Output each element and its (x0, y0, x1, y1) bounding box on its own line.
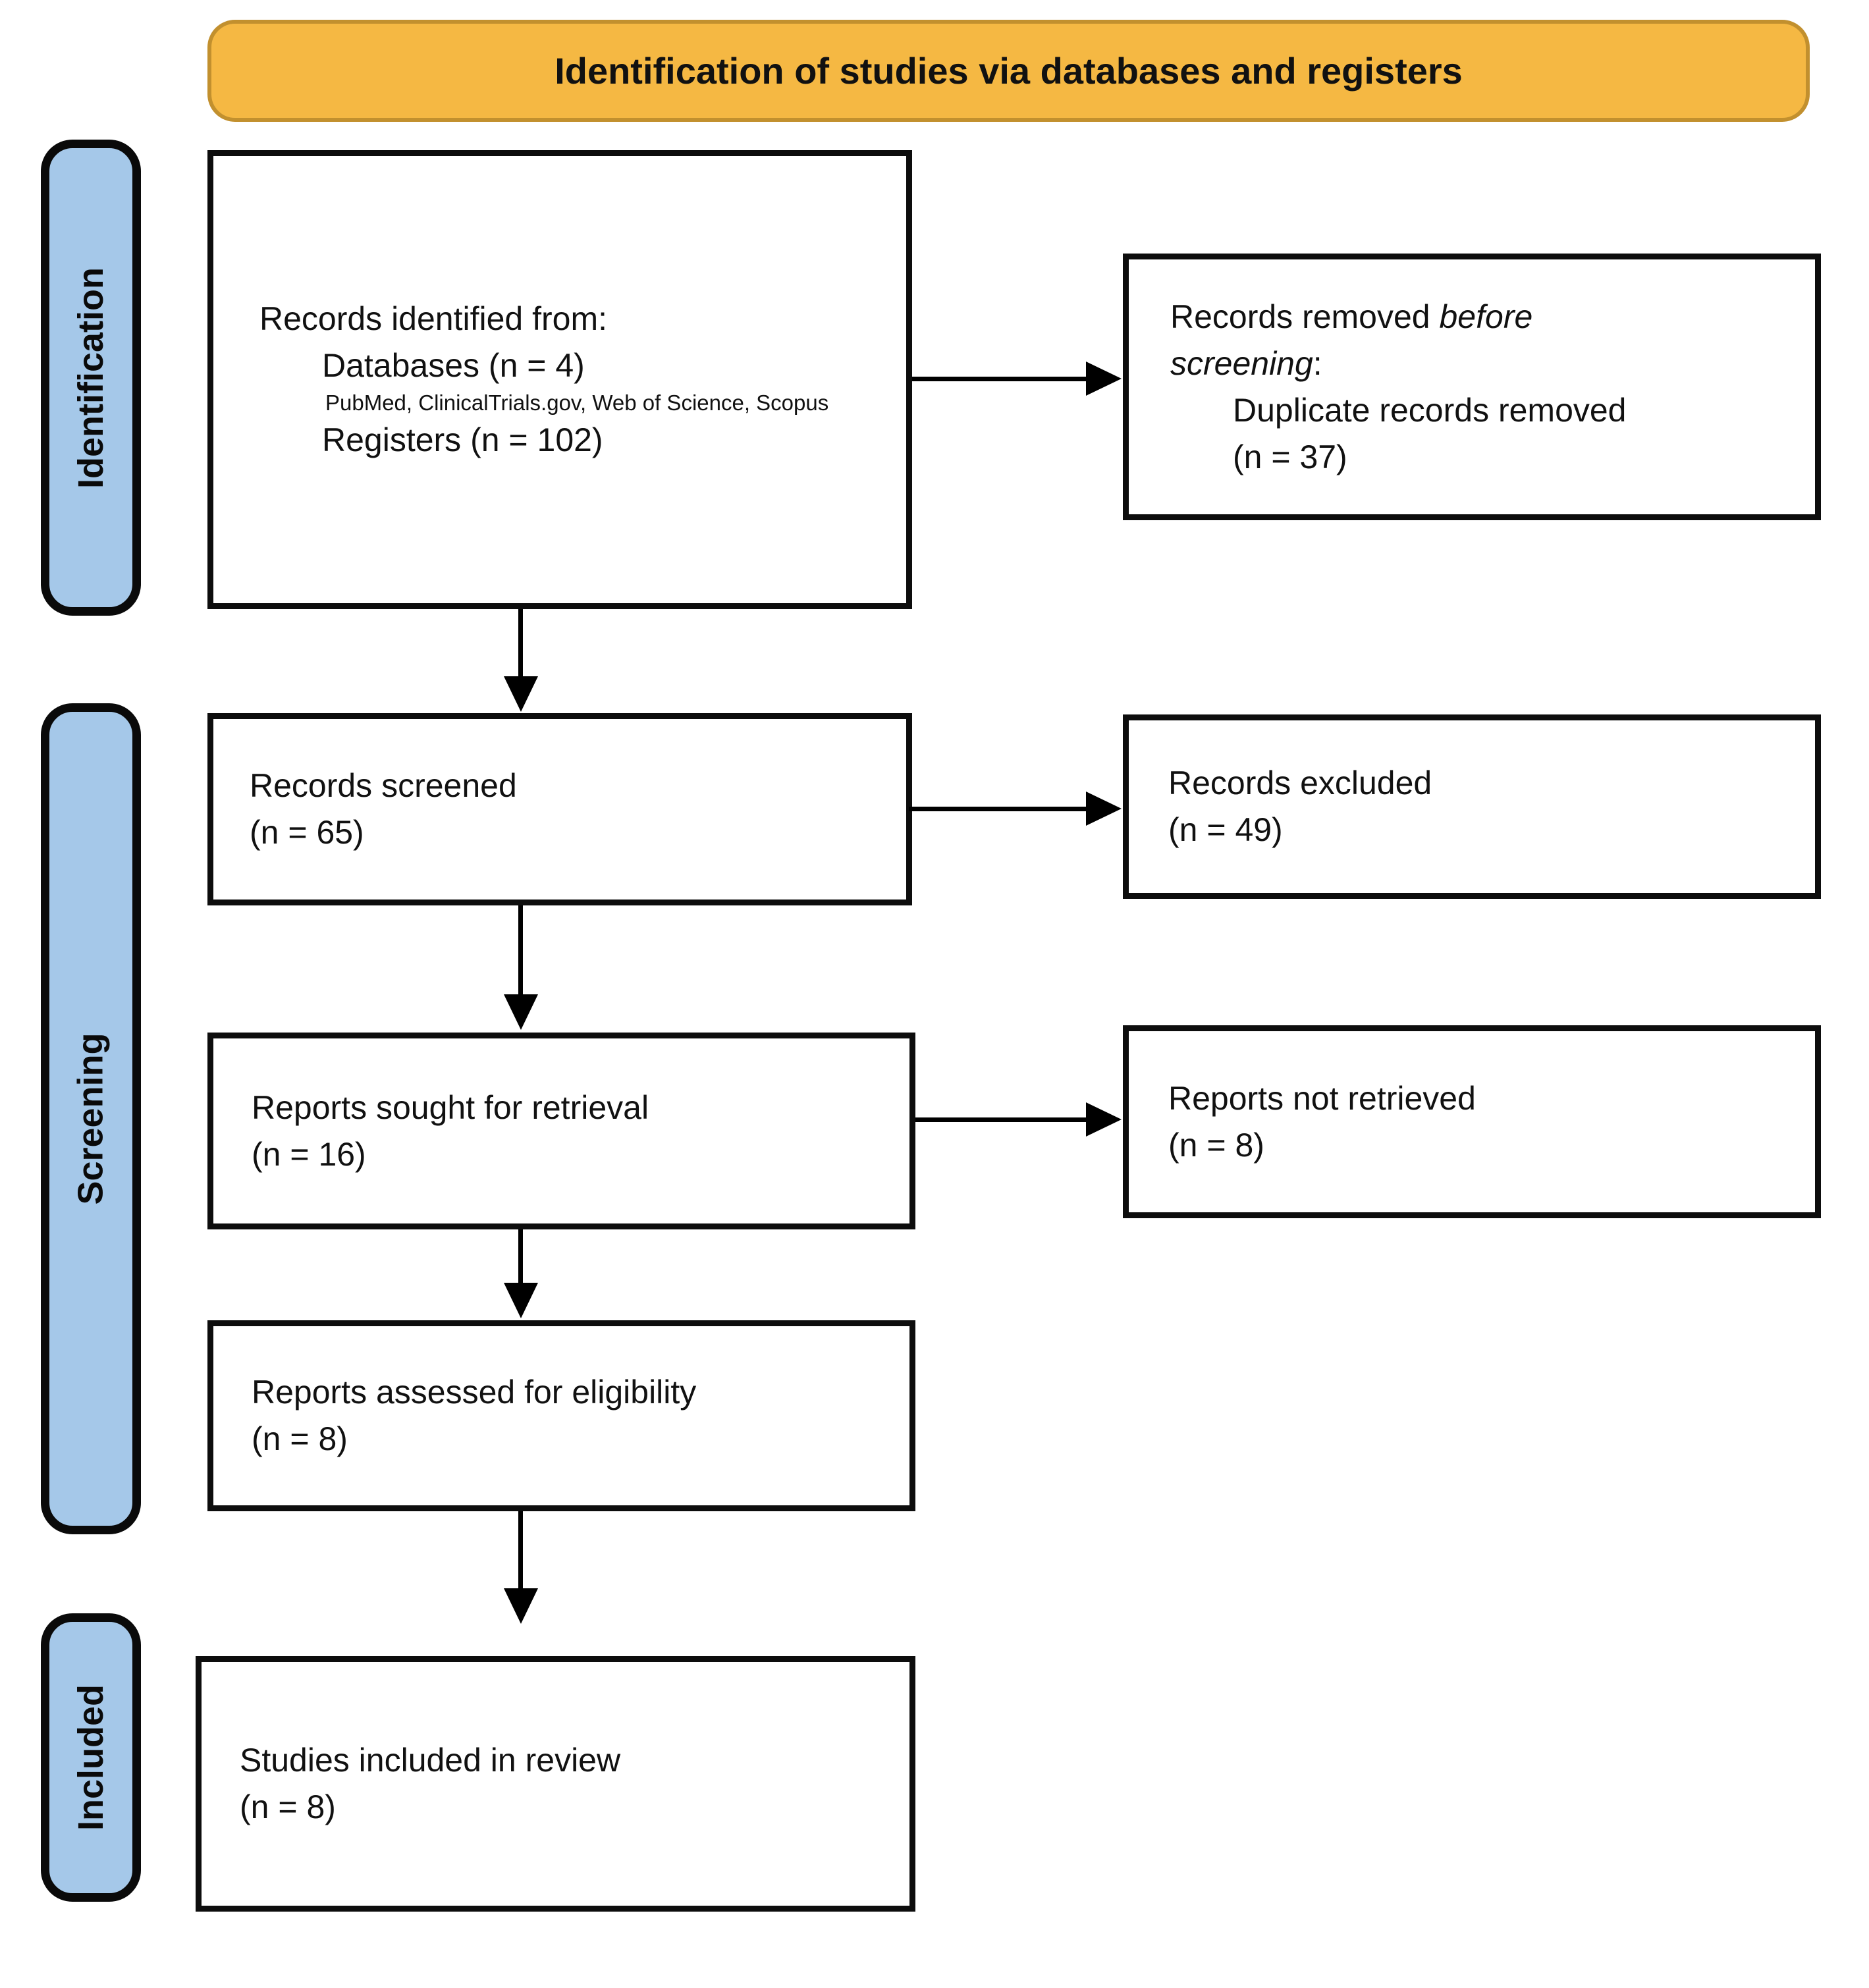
stage-screening-label: Screening (71, 1033, 111, 1205)
records-excluded-count: (n = 49) (1168, 811, 1283, 848)
reports-sought-label: Reports sought for retrieval (252, 1088, 649, 1126)
records-removed-line1-italic: before (1439, 298, 1533, 335)
arrow-head-down-icon (504, 676, 538, 712)
arrow-shaft (518, 905, 523, 996)
stage-identification-label: Identification (71, 267, 111, 489)
records-screened-label: Records screened (250, 767, 517, 804)
reports-assessed-count: (n = 8) (252, 1420, 348, 1457)
records-identified-registers: Registers (n = 102) (322, 421, 603, 458)
studies-included-count: (n = 8) (240, 1788, 336, 1825)
diagram-title: Identification of studies via databases … (555, 50, 1463, 92)
records-excluded-label: Records excluded (1168, 765, 1432, 801)
box-reports-not-retrieved: Reports not retrieved (n = 8) (1123, 1025, 1821, 1218)
box-records-screened: Records screened (n = 65) (207, 713, 912, 905)
diagram-title-banner: Identification of studies via databases … (207, 20, 1810, 122)
reports-sought-count: (n = 16) (252, 1135, 366, 1173)
box-records-removed: Records removed before screening: Duplic… (1123, 254, 1821, 520)
records-removed-line2-normal: : (1313, 344, 1322, 382)
records-screened-count: (n = 65) (250, 814, 364, 851)
box-reports-sought: Reports sought for retrieval (n = 16) (207, 1033, 915, 1229)
arrow-shaft (518, 1511, 523, 1590)
box-records-identified: Records identified from: Databases (n = … (207, 150, 912, 609)
reports-assessed-label: Reports assessed for eligibility (252, 1374, 697, 1410)
records-removed-count: (n = 37) (1233, 438, 1347, 475)
arrow-head-down-icon (504, 1588, 538, 1624)
stage-screening: Screening (41, 703, 141, 1534)
reports-not-retrieved-count: (n = 8) (1168, 1126, 1264, 1164)
arrow-head-right-icon (1086, 792, 1122, 826)
records-removed-reason: Duplicate records removed (1233, 391, 1627, 429)
stage-identification: Identification (41, 140, 141, 616)
arrow-head-right-icon (1086, 362, 1122, 396)
arrow-head-down-icon (504, 994, 538, 1030)
reports-not-retrieved-label: Reports not retrieved (1168, 1079, 1476, 1117)
arrow-shaft (915, 1117, 1089, 1122)
arrow-shaft (909, 807, 1089, 811)
records-removed-line2-italic: screening (1170, 344, 1313, 382)
records-removed-line2: screening: (1170, 340, 1795, 387)
box-records-excluded: Records excluded (n = 49) (1123, 714, 1821, 899)
records-removed-line1-normal: Records removed (1170, 298, 1440, 335)
records-identified-heading: Records identified from: (259, 300, 608, 338)
records-identified-databases: Databases (n = 4) (322, 347, 585, 385)
stage-included: Included (41, 1613, 141, 1902)
arrow-shaft (518, 609, 523, 679)
box-reports-assessed: Reports assessed for eligibility (n = 8) (207, 1320, 915, 1511)
stage-included-label: Included (71, 1684, 111, 1831)
studies-included-label: Studies included in review (240, 1742, 621, 1779)
records-identified-databases-detail: PubMed, ClinicalTrials.gov, Web of Scien… (325, 390, 829, 416)
arrow-head-right-icon (1086, 1102, 1122, 1137)
arrow-head-down-icon (504, 1283, 538, 1318)
arrow-shaft (912, 377, 1089, 381)
arrow-shaft (518, 1229, 523, 1285)
box-studies-included: Studies included in review (n = 8) (196, 1656, 915, 1912)
records-removed-line1: Records removed before (1170, 294, 1795, 340)
